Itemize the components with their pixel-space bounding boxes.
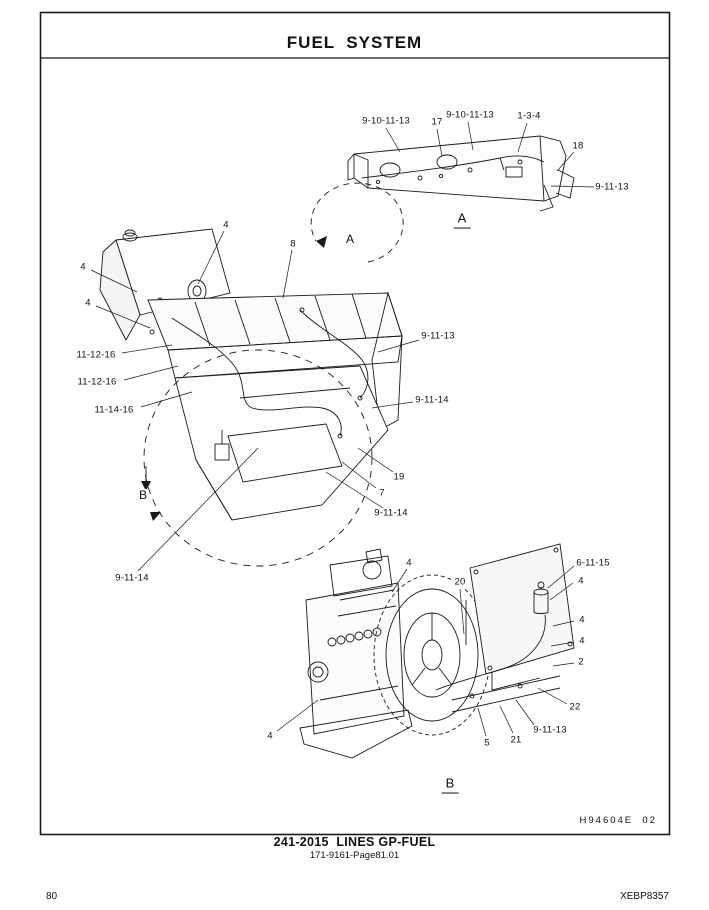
callout-label: 4	[266, 730, 274, 742]
callout-label: 11-12-16	[76, 376, 118, 388]
callout-label: 4	[222, 219, 230, 231]
callout-label: 6-11-15	[575, 557, 611, 569]
section-arrow-b-label: B	[137, 488, 149, 502]
callout-label: 11-12-16	[75, 349, 117, 361]
part-group-subtitle: 171-9161-Page81.01	[309, 850, 400, 861]
page-border	[39, 11, 671, 836]
page-title: FUEL SYSTEM	[286, 33, 423, 52]
callout-label: 9-11-14	[373, 507, 409, 519]
detail-a-artwork	[347, 135, 575, 212]
section-arrow-a-label: A	[344, 232, 356, 246]
callout-label: 9-11-13	[420, 330, 456, 342]
callout-label: 9-11-13	[594, 181, 630, 193]
callout-label: 9-10-11-13	[445, 109, 495, 121]
callout-label: 1-3-4	[516, 110, 542, 122]
detail-b-leaders	[276, 565, 575, 737]
document-code: XEBP8357	[620, 891, 669, 902]
main-view-leaders	[90, 230, 420, 572]
detail-b-artwork	[299, 543, 575, 759]
callout-label: 7	[378, 487, 386, 499]
callout-label: 4	[84, 297, 92, 309]
callout-label: 8	[289, 238, 297, 250]
callout-label: 5	[483, 737, 491, 749]
callout-label: 4	[577, 575, 585, 587]
callout-label: 9-11-13	[532, 724, 568, 736]
callout-label: 21	[509, 734, 523, 746]
view-b-label: B	[441, 776, 459, 794]
callout-label: 20	[453, 576, 467, 588]
callout-label: 4	[79, 261, 87, 273]
drawing-reference-code: H94604E 02	[579, 815, 657, 826]
callout-label: 4	[578, 614, 586, 626]
part-group-title: 241-2015 LINES GP-FUEL	[273, 835, 436, 849]
callout-label: 4	[405, 557, 413, 569]
callout-label: 2	[577, 656, 585, 668]
page-number: 80	[46, 891, 58, 902]
main-view-artwork	[99, 182, 404, 567]
callout-label: 22	[568, 701, 582, 713]
callout-label: 17	[430, 116, 444, 128]
callout-label: 18	[571, 140, 585, 152]
callout-label: 9-10-11-13	[361, 115, 411, 127]
detail-a-leaders	[385, 121, 595, 188]
callout-label: 19	[392, 471, 406, 483]
callout-label: 9-11-14	[114, 572, 150, 584]
callout-label: 11-14-16	[93, 404, 135, 416]
callout-label: 4	[578, 635, 586, 647]
callout-label: 9-11-14	[414, 394, 450, 406]
view-a-label: A	[453, 211, 471, 229]
